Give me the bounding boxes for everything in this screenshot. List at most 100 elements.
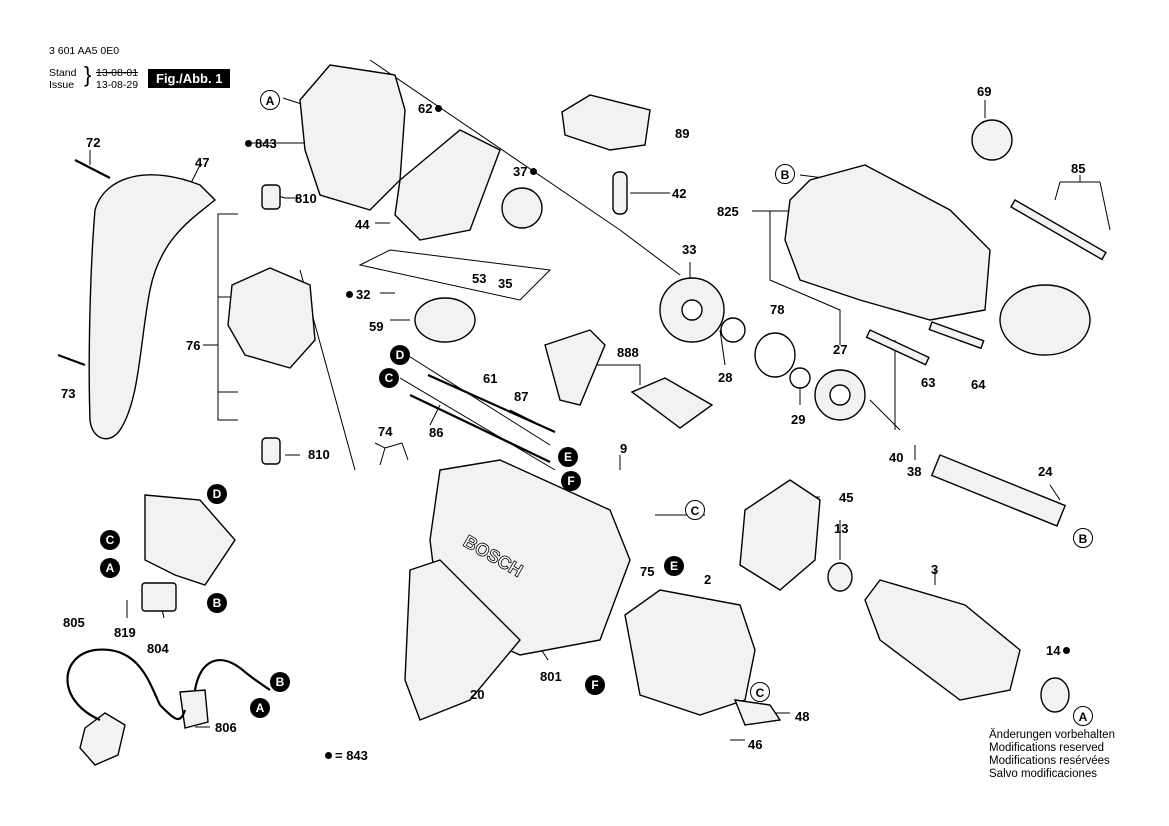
part-number-810-bottom: 810 (308, 447, 330, 462)
part-number-42: 42 (672, 186, 687, 201)
part-number-804: 804 (147, 641, 169, 656)
part-number-801: 801 (540, 669, 562, 684)
part-number-24: 24 (1038, 464, 1053, 479)
part-number-38: 38 (907, 464, 922, 479)
part-number-78: 78 (770, 302, 785, 317)
part-plug (79, 712, 126, 766)
part-bearing-14 (1040, 677, 1070, 713)
dot-icon (435, 105, 443, 112)
part-grip (404, 559, 521, 721)
dot-icon (325, 752, 332, 759)
part-number-2: 2 (704, 572, 712, 587)
part-handle (88, 174, 217, 440)
part-chuck-key (1010, 199, 1107, 261)
part-switch (144, 494, 236, 586)
part-number-843: 843 (242, 137, 277, 150)
note-line: Änderungen vorbehalten (989, 729, 1115, 741)
part-number-87: 87 (514, 389, 529, 404)
part-number-825: 825 (717, 204, 739, 219)
part-field (624, 589, 756, 716)
part-number-40: 40 (889, 450, 904, 465)
ref-circle-f: F (585, 675, 605, 695)
part-cover (394, 129, 501, 241)
note-line: Salvo modificaciones (989, 768, 1098, 780)
ref-circle-d: D (390, 345, 410, 365)
ref-circle-c: C (379, 368, 399, 388)
part-number-33: 33 (682, 242, 697, 257)
part-number-3: 3 (931, 562, 939, 577)
ref-circle-e: E (558, 447, 578, 467)
part-number-805: 805 (63, 615, 85, 630)
ref-circle-f: F (561, 471, 581, 491)
part-number-810-top: 810 (295, 191, 317, 206)
dot-icon (1063, 647, 1071, 654)
doc-number: 3 601 AA5 0E0 (49, 45, 120, 57)
ref-circle-c: C (750, 682, 770, 702)
stand-label: Stand (49, 67, 77, 79)
part-number-75: 75 (640, 564, 655, 579)
ref-circle-b: B (207, 593, 227, 613)
part-number-63: 63 (921, 375, 936, 390)
part-number-45: 45 (839, 490, 854, 505)
ref-circle-d: D (207, 484, 227, 504)
figure-label: Fig./Abb. 1 (148, 69, 231, 88)
part-number-69: 69 (977, 84, 992, 99)
part-number-46: 46 (748, 737, 763, 752)
ref-circle-b: B (775, 164, 795, 184)
part-circlip (754, 332, 796, 378)
part-brush-bottom (261, 437, 281, 465)
part-disc (971, 119, 1013, 161)
ref-circle-b: B (270, 672, 290, 692)
part-screw-73 (57, 353, 86, 367)
bracket-76 (217, 213, 238, 421)
part-number-806: 806 (215, 720, 237, 735)
part-number-20: 20 (470, 687, 485, 702)
legend: = 843 (322, 748, 368, 763)
part-number-14: 14 (1046, 644, 1073, 657)
part-number-9: 9 (620, 441, 628, 456)
part-number-13: 13 (834, 521, 849, 536)
ref-circle-c: C (685, 500, 705, 520)
stand-date: 13-08-01 (96, 67, 139, 79)
part-ring-29 (789, 367, 811, 389)
part-brush-top (261, 184, 281, 210)
part-cap (561, 94, 651, 151)
note-line: Modifications reserved (989, 742, 1105, 754)
part-chuck (999, 284, 1091, 356)
part-number-64: 64 (971, 377, 986, 392)
part-spindle-gear (414, 297, 476, 343)
part-armature (864, 579, 1021, 701)
part-number-86: 86 (429, 425, 444, 440)
part-number-47: 47 (195, 155, 210, 170)
part-shaft (930, 454, 1067, 527)
part-cable (66, 648, 187, 722)
part-number-59: 59 (369, 319, 384, 334)
issue-label: Issue (49, 79, 75, 91)
dot-icon (346, 291, 353, 298)
part-number-85: 85 (1071, 161, 1086, 176)
part-number-89: 89 (675, 126, 690, 141)
part-number-73: 73 (61, 386, 76, 401)
ref-circle-b: B (1073, 528, 1093, 548)
part-number-44: 44 (355, 217, 370, 232)
part-screw-63 (865, 329, 930, 366)
bracket-825 (752, 210, 841, 345)
part-gear-housing (299, 64, 406, 211)
part-number-35: 35 (498, 276, 513, 291)
ref-circle-a: A (100, 558, 120, 578)
part-number-37: 37 (513, 165, 540, 178)
part-pin (612, 171, 628, 215)
part-number-819: 819 (114, 625, 136, 640)
brace-icon: } (84, 62, 92, 87)
part-lever (544, 329, 606, 406)
ref-circle-a: A (250, 698, 270, 718)
ref-circle-e: E (664, 556, 684, 576)
part-cable-protector (179, 689, 209, 729)
part-number-48: 48 (795, 709, 810, 724)
part-rod-86 (409, 394, 551, 463)
part-baffle (739, 479, 821, 591)
issue-date: 13-08-29 (96, 79, 139, 91)
part-screw-64 (928, 321, 985, 350)
part-bearing-13 (827, 562, 853, 592)
part-number-62: 62 (418, 102, 445, 115)
